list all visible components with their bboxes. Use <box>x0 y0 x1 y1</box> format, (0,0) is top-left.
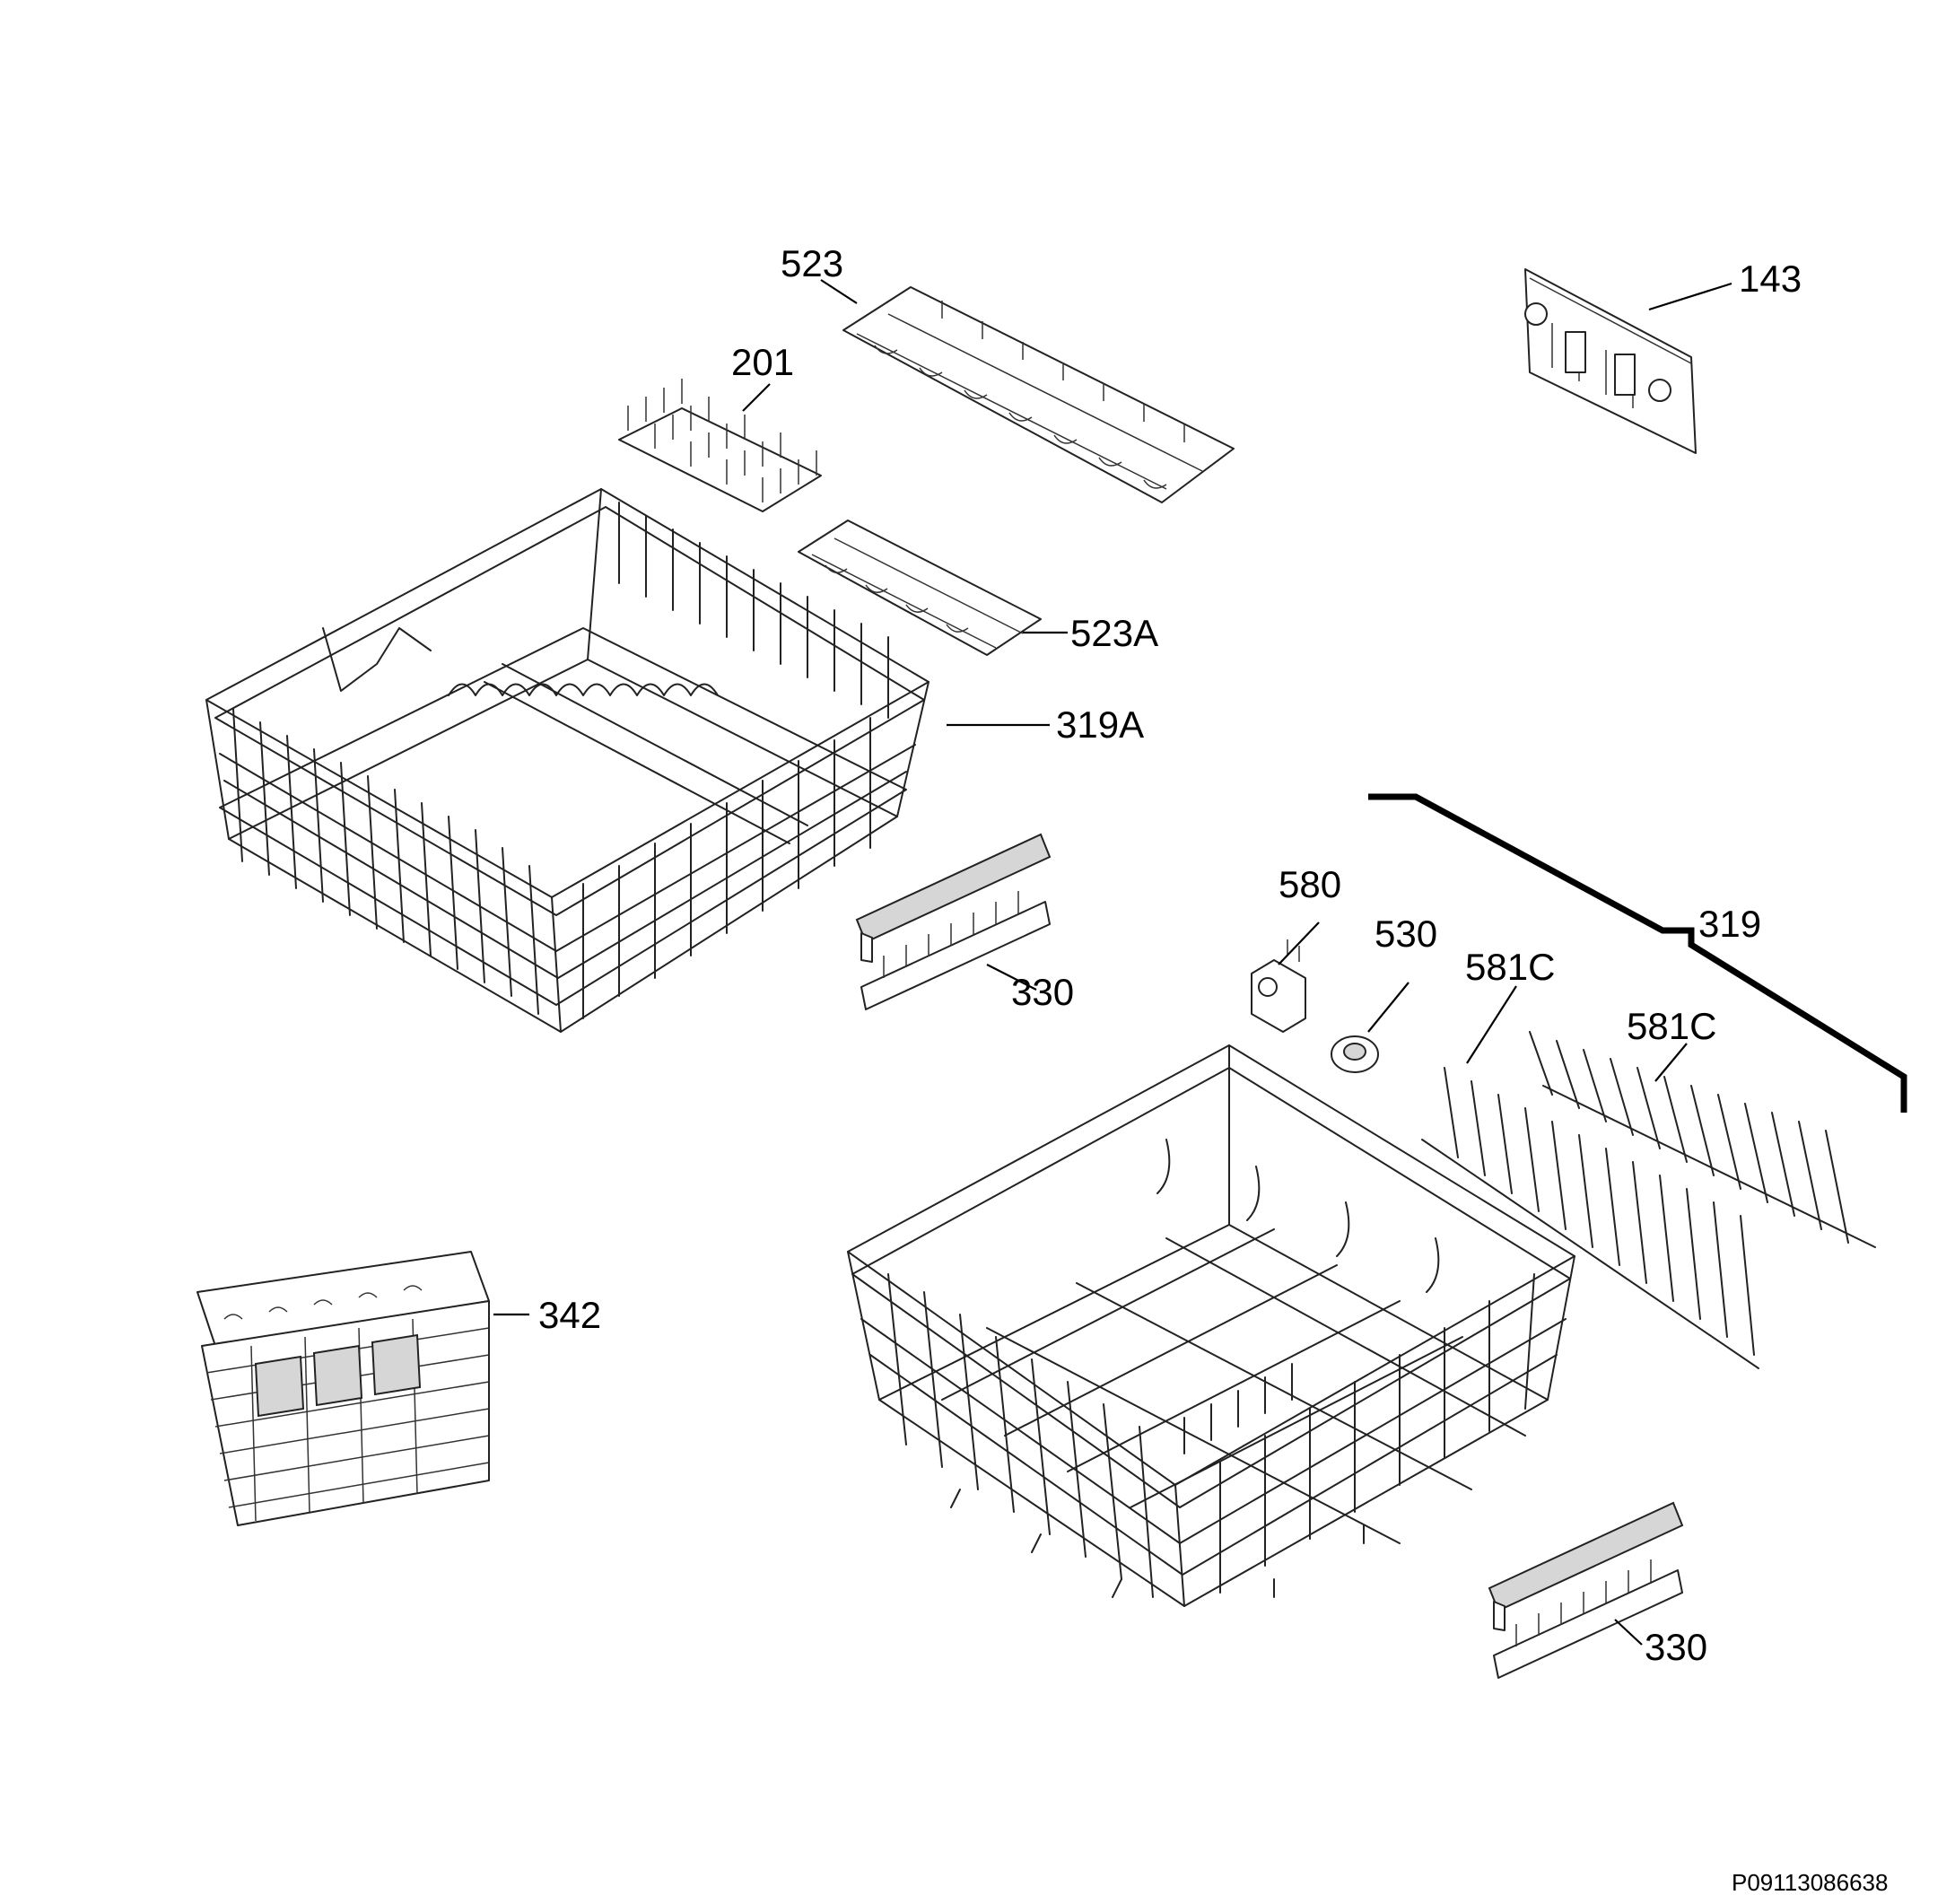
part-581C-right-tines <box>1529 1031 1876 1248</box>
part-342-cutlery-basket <box>196 1251 490 1526</box>
callout-330-bottom: 330 <box>1645 1626 1707 1668</box>
callout-581C-right: 581C <box>1627 1005 1716 1047</box>
part-201-tine-insert <box>618 379 822 512</box>
callout-labels: 523 201 143 523A 319A 330 580 530 319 58… <box>538 242 1888 1896</box>
part-530-wheel <box>1331 1035 1379 1073</box>
part-319-lower-basket <box>847 1044 1575 1607</box>
part-330-top-rail <box>855 833 1052 1010</box>
part-330-bottom-rail <box>1488 1501 1684 1679</box>
callout-342: 342 <box>538 1294 601 1336</box>
callout-330-top: 330 <box>1011 971 1074 1013</box>
part-580-clip <box>1251 939 1306 1033</box>
callout-581C-left: 581C <box>1465 946 1555 988</box>
part-143-rail-bracket <box>1524 268 1697 454</box>
part-581C-left-tines <box>1421 1067 1759 1369</box>
callout-530: 530 <box>1375 913 1437 955</box>
callout-523: 523 <box>781 242 843 284</box>
callout-580: 580 <box>1279 863 1341 905</box>
part-319A-upper-basket <box>205 488 929 1033</box>
callout-201: 201 <box>731 341 794 383</box>
callout-143: 143 <box>1739 258 1802 300</box>
callout-319: 319 <box>1698 903 1761 945</box>
leader-lines <box>493 279 1907 1646</box>
part-523A-small-shelf <box>798 520 1042 656</box>
reference-code: P09113086638 <box>1732 1869 1888 1896</box>
part-523-cup-shelf <box>842 286 1235 503</box>
callout-523A: 523A <box>1070 612 1158 654</box>
callout-319A: 319A <box>1056 703 1144 746</box>
